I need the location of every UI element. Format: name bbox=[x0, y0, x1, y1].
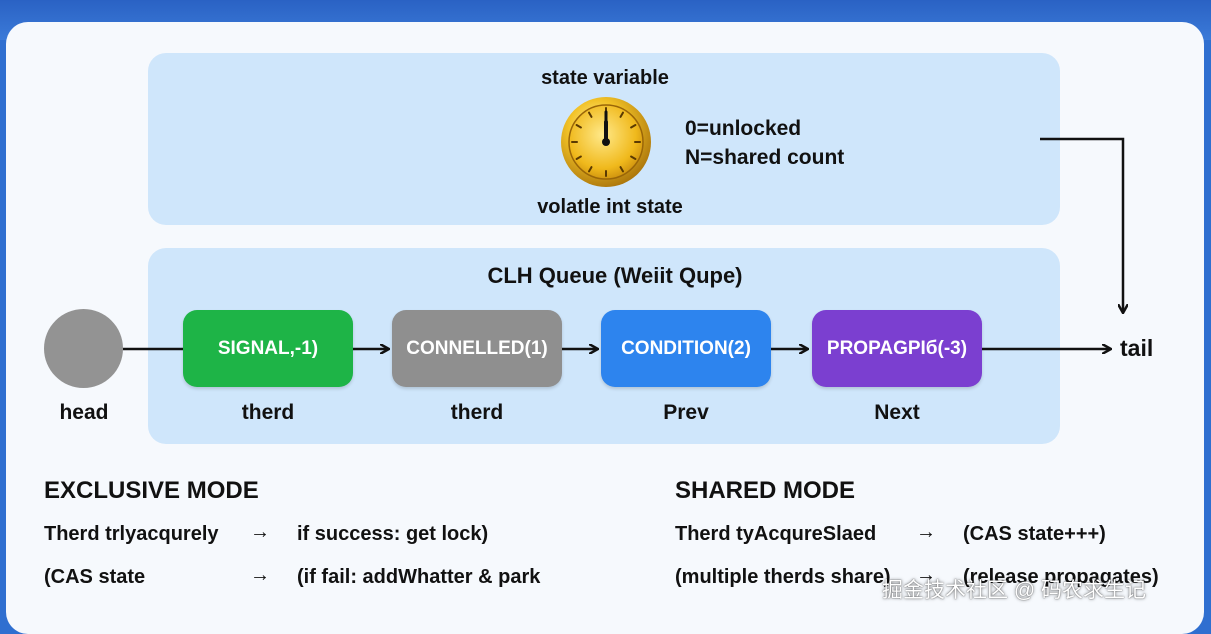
head-node bbox=[44, 309, 123, 388]
queue-node-sublabel-3: Prev bbox=[663, 401, 709, 424]
state-value-unlocked: 0=unlocked bbox=[685, 117, 802, 140]
queue-node-cancelled: CONNELLED(1) bbox=[392, 310, 562, 387]
exclusive-row2-left: (CAS state bbox=[44, 566, 146, 588]
arrow-icon: → bbox=[916, 521, 936, 543]
arrow-icon: → bbox=[250, 521, 270, 543]
state-value-shared-count: N=shared count bbox=[685, 146, 845, 169]
exclusive-mode-heading: EXCLUSIVE MODE bbox=[44, 477, 259, 504]
clock-icon bbox=[561, 97, 651, 187]
shared-row1-left: Therd tyAcqureSlaed bbox=[675, 523, 877, 545]
shared-row2-right: (release propagates) bbox=[963, 566, 1159, 588]
state-variable-caption: volatle int state bbox=[537, 196, 683, 218]
state-variable-title: state variable bbox=[541, 67, 669, 89]
queue-node-signal: SIGNAL,-1) bbox=[183, 310, 353, 387]
head-label: head bbox=[59, 401, 109, 424]
clh-queue-title: CLH Queue (Weiit Qupe) bbox=[487, 263, 743, 288]
shared-row2-left: (multiple therds share) bbox=[675, 566, 891, 588]
queue-node-sublabel-4: Next bbox=[874, 401, 920, 424]
exclusive-row1-left: Therd trlyacqurely bbox=[44, 523, 219, 545]
exclusive-row1-right: if success: get lock) bbox=[297, 523, 489, 545]
arrow-icon: → bbox=[916, 564, 936, 586]
state-values: 0=unlocked N=shared count bbox=[685, 114, 844, 172]
watermark: 掘金技术社区 @ 码农求生记 bbox=[882, 579, 1146, 602]
queue-node-condition: CONDITION(2) bbox=[601, 310, 771, 387]
queue-node-sublabel-2: therd bbox=[450, 401, 504, 424]
queue-node-sublabel-1: therd bbox=[241, 401, 295, 424]
tail-label: tail bbox=[1120, 335, 1154, 361]
shared-mode-heading: SHARED MODE bbox=[675, 477, 856, 504]
shared-row1-right: (CAS state+++) bbox=[963, 523, 1106, 545]
arrow-icon: → bbox=[250, 564, 270, 586]
exclusive-row2-right: (if fail: addWhatter & park bbox=[297, 566, 541, 588]
queue-node-propagate: PROPAGPIб(-3) bbox=[812, 310, 982, 387]
